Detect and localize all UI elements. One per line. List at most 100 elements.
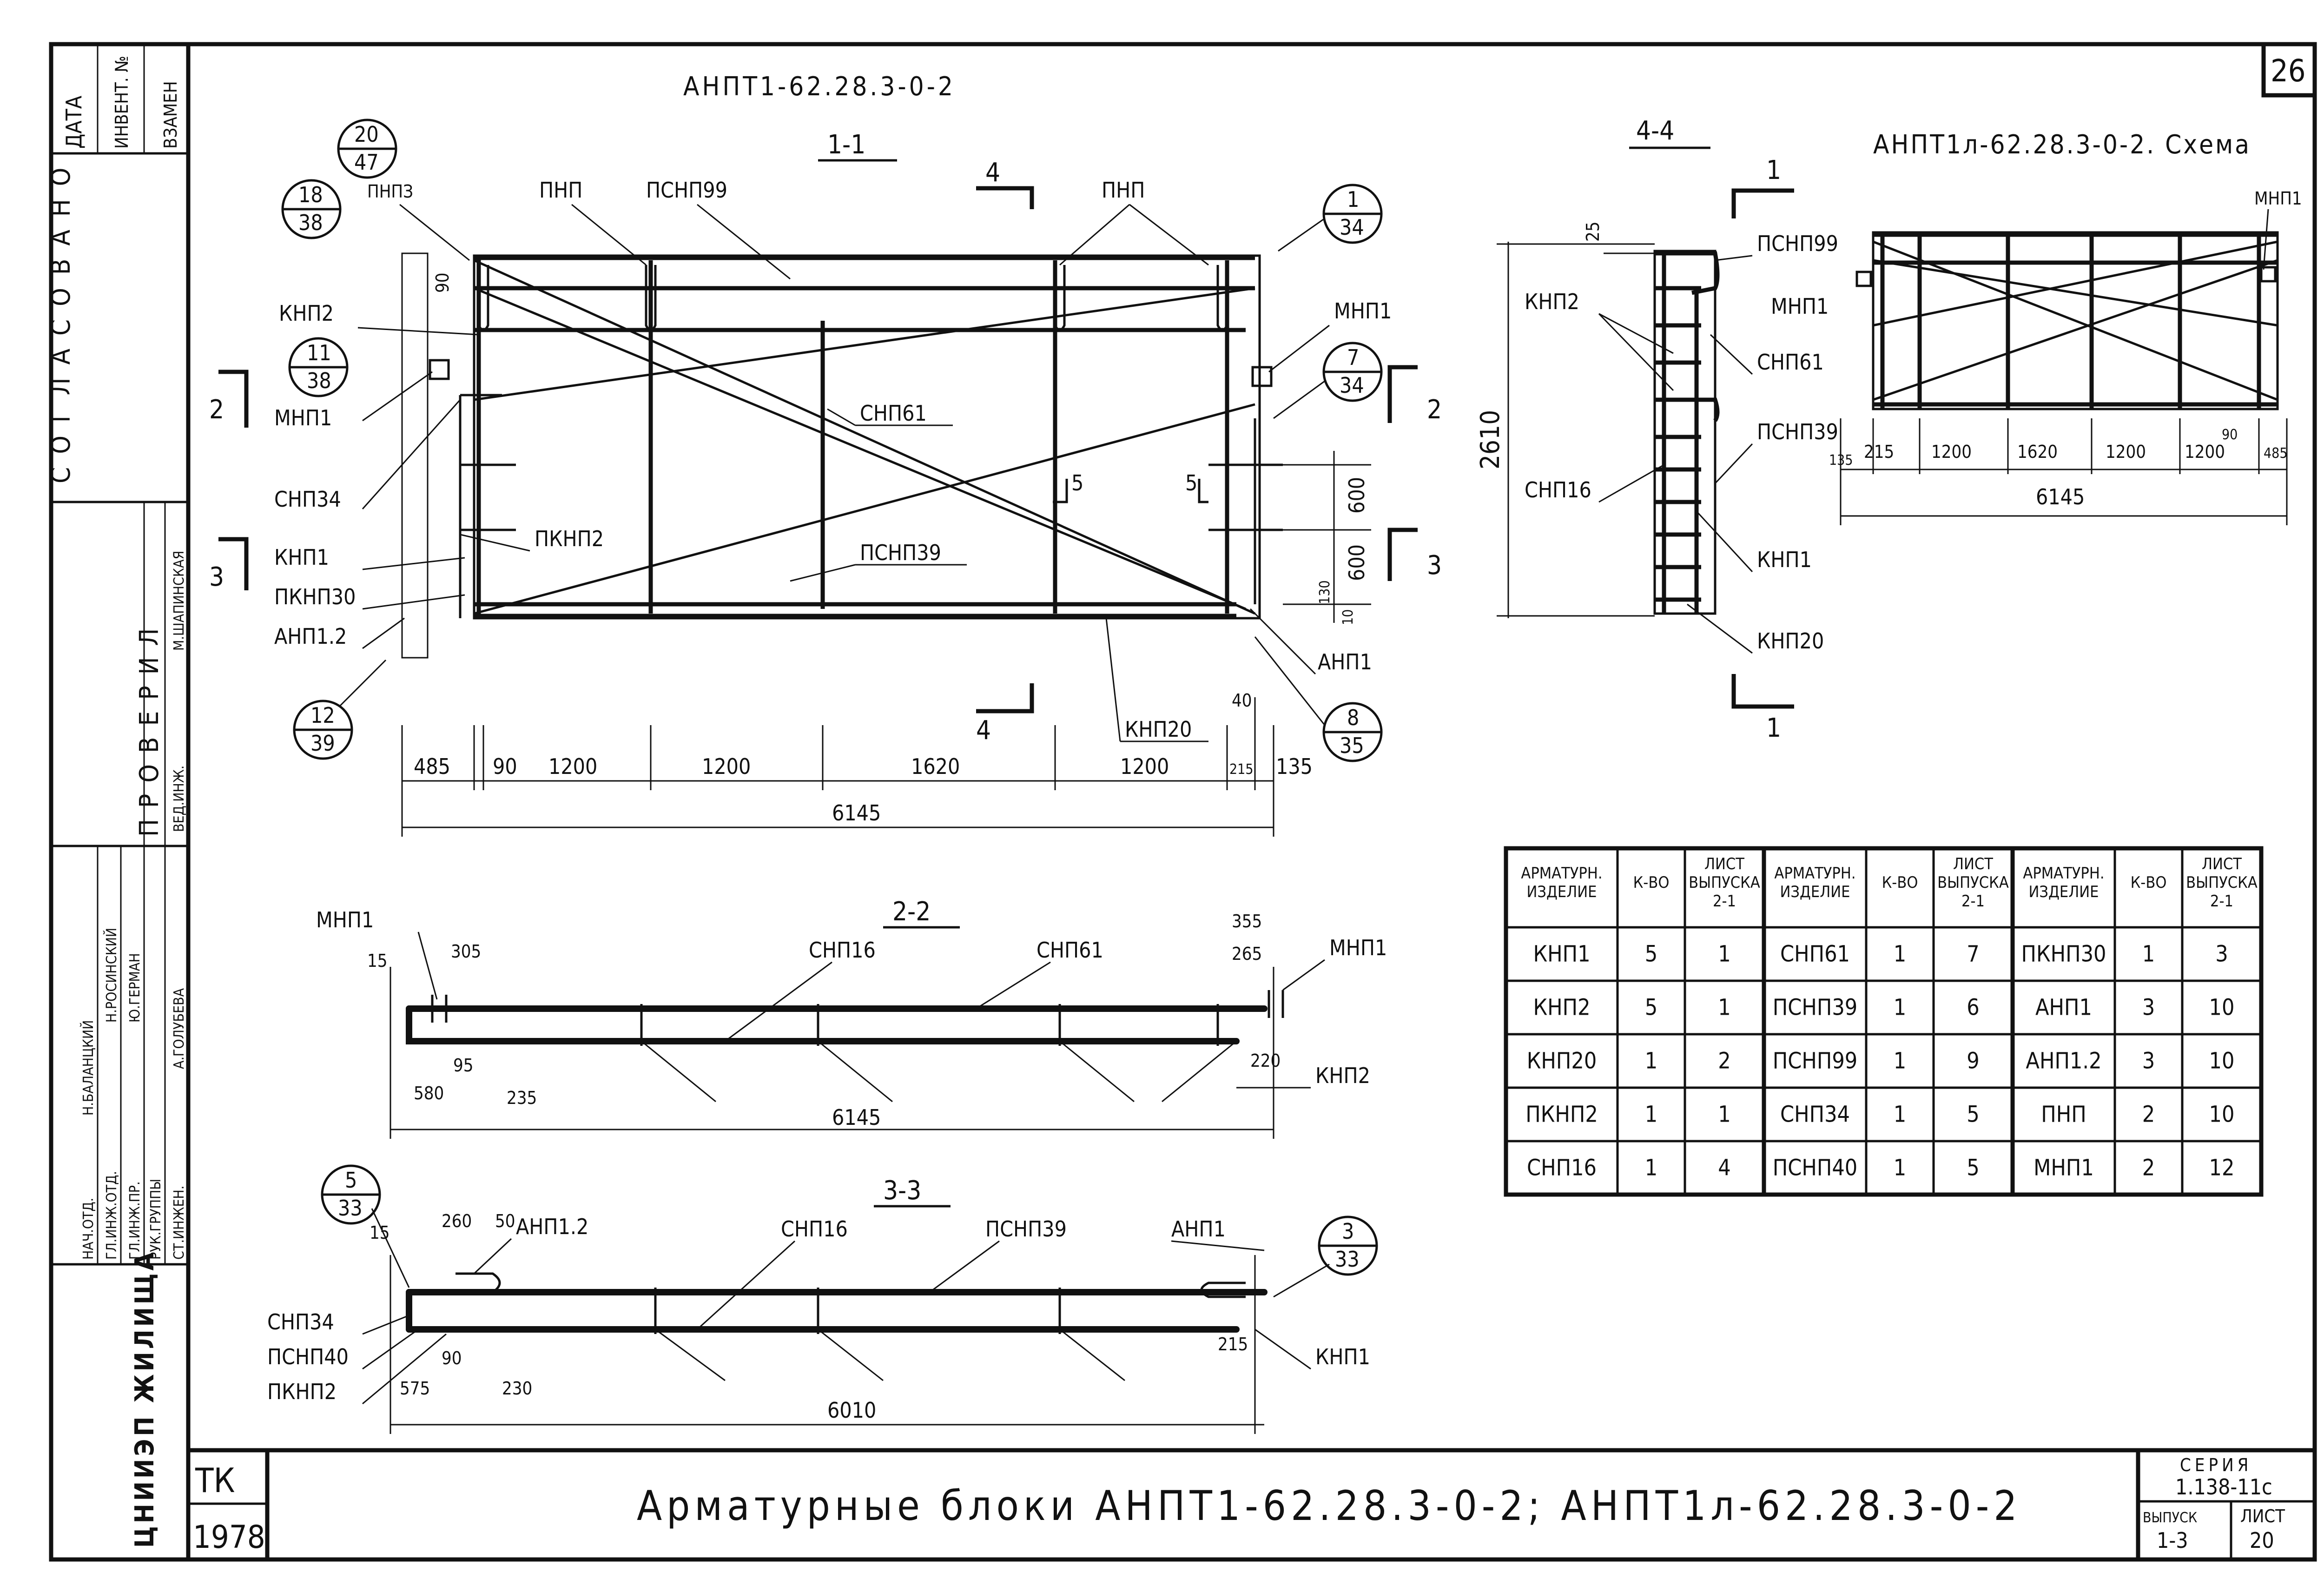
label-knp1-44: КНП1: [1757, 547, 1812, 572]
hook-pnp: [1216, 265, 1228, 331]
spec-header-cell: АРМАТУРН.: [1521, 864, 1602, 883]
label-psnp39: ПСНП39: [860, 540, 941, 565]
spec-header-cell: ВЫПУСКА: [1937, 873, 2009, 892]
spec-cell: 1: [1718, 1102, 1730, 1128]
dim-305: 305: [451, 941, 481, 962]
scheme-outline: [1872, 231, 2279, 410]
leader: [1254, 1328, 1311, 1370]
spec-cell: 3: [2215, 941, 2228, 967]
callout-20-47: 20 47: [337, 119, 397, 179]
diagonal: [818, 1328, 884, 1381]
scheme-dim-485: 485: [2264, 445, 2288, 462]
label-mnp1-22-right: МНП1: [1329, 935, 1387, 960]
spec-cell: ПСНП99: [1773, 1048, 1858, 1074]
callout-18-38: 18 38: [281, 179, 342, 239]
callout-12-39: 12 39: [293, 700, 353, 760]
sheet-number: 26: [2271, 53, 2306, 89]
callout-sheet: 33: [338, 1196, 363, 1221]
spec-cell: СНП34: [1780, 1102, 1850, 1128]
dim-215: 215: [1229, 761, 1254, 778]
top-bar: [1655, 251, 1720, 295]
spec-cell: ПКНП30: [2021, 941, 2106, 967]
scheme-dim-total: 6145: [2036, 484, 2085, 509]
spec-cell: ПНП: [2041, 1102, 2086, 1128]
spec-header-cell: ИЗДЕЛИЕ: [2029, 883, 2099, 901]
strip-name-1: Н.БАЛАНЦКИЙ: [80, 1020, 97, 1116]
cut-4-top: 4: [985, 158, 1000, 188]
dim-50: 50: [495, 1211, 515, 1231]
scheme-dim-1200-a: 1200: [1931, 442, 1972, 462]
dim-215-33: 215: [1218, 1334, 1248, 1354]
label-snp61: СНП61: [860, 401, 927, 426]
spec-cell: 5: [1967, 1155, 1979, 1181]
callout-num: 20: [354, 122, 379, 147]
mesh-mnp1-right: [1251, 366, 1273, 387]
spec-cell: 7: [1967, 941, 1979, 967]
label-pknp2: ПКНП2: [535, 526, 604, 551]
leader: [362, 557, 465, 570]
spec-header-cell: 2-1: [1961, 892, 1985, 911]
label-mnp1-22-left: МНП1: [316, 907, 374, 932]
label-knp20-44: КНП20: [1757, 628, 1824, 654]
spec-header-cell: ЛИСТ: [1704, 855, 1744, 873]
dim-600-a: 600: [1344, 477, 1369, 514]
leader: [1273, 380, 1325, 419]
spec-header-cell: К-ВО: [2131, 873, 2167, 892]
callout-num: 12: [310, 703, 335, 728]
callout-11-38: 11 38: [288, 337, 349, 397]
section-label-4-4: 4-4: [1636, 116, 1674, 146]
scheme-diagonal: [1873, 240, 2278, 327]
label-pknp2-33: ПКНП2: [267, 1379, 337, 1404]
spec-cell: 4: [1718, 1155, 1730, 1181]
main-diagonal: [474, 287, 1246, 610]
leader: [362, 594, 465, 610]
spec-cell: 3: [2142, 1048, 2155, 1074]
spec-cell: 1: [1645, 1102, 1657, 1128]
scheme-dim-1200-c: 1200: [2185, 442, 2225, 462]
strip-name-3: Ю.ГЕРМАН: [127, 953, 143, 1023]
cut-mark: [1387, 365, 1418, 423]
stamp-year: 1978: [193, 1519, 265, 1556]
main-view-header: АНПТ1-62.28.3-0-2: [683, 72, 956, 102]
label-psnp40-33: ПСНП40: [267, 1344, 349, 1369]
dim-1620: 1620: [911, 754, 960, 779]
leader: [1714, 443, 1753, 484]
dim-355: 355: [1232, 911, 1262, 931]
scheme-dim-90: 90: [2222, 427, 2238, 443]
spec-cell: 1: [1894, 941, 1906, 967]
spec-header-cell: ВЫПУСКА: [1689, 873, 1760, 892]
leader: [362, 1315, 409, 1335]
hook-pnp: [477, 265, 489, 331]
stamp-issue-value: 1-3: [2157, 1528, 2188, 1553]
scheme-diagonal: [1873, 240, 2278, 401]
leader: [362, 399, 461, 509]
leader: [2263, 209, 2269, 270]
spec-cell: КНП2: [1533, 995, 1590, 1021]
spec-cell: 1: [1718, 941, 1730, 967]
strip-role-3: ГЛ.ИНЖ.ПР.: [127, 1181, 143, 1260]
label-psnp39-33: ПСНП39: [985, 1216, 1067, 1242]
main-diagonal: [474, 403, 1255, 615]
main-dimensions: 485 90 1200 1200 1620 1200 215 135 6145 …: [401, 273, 1371, 837]
strip-name-5: М.ШАПИНСКАЯ: [171, 551, 187, 651]
scheme-dim-1620: 1620: [2017, 442, 2058, 462]
spec-cell: ПКНП2: [1525, 1102, 1598, 1128]
diagonal: [1162, 1040, 1237, 1103]
leader: [1282, 959, 1325, 991]
main-diagonal: [474, 287, 1255, 401]
spec-cell: 10: [2209, 1102, 2235, 1128]
leader: [1129, 204, 1209, 266]
view-2-2-bars: [406, 990, 1284, 1103]
scheme-dim-135: 135: [1829, 452, 1853, 469]
dim-15-22: 15: [367, 951, 388, 971]
spec-cell: 1: [1894, 1155, 1906, 1181]
dim-265: 265: [1232, 944, 1262, 964]
label-pknp30: ПКНП30: [274, 584, 356, 609]
dim-total-22: 6145: [832, 1105, 881, 1130]
leader: [1598, 464, 1664, 503]
cut-5-b: 5: [1185, 470, 1197, 495]
spec-cell: ПСНП40: [1773, 1155, 1858, 1181]
ladder-outline: [1653, 250, 1717, 615]
